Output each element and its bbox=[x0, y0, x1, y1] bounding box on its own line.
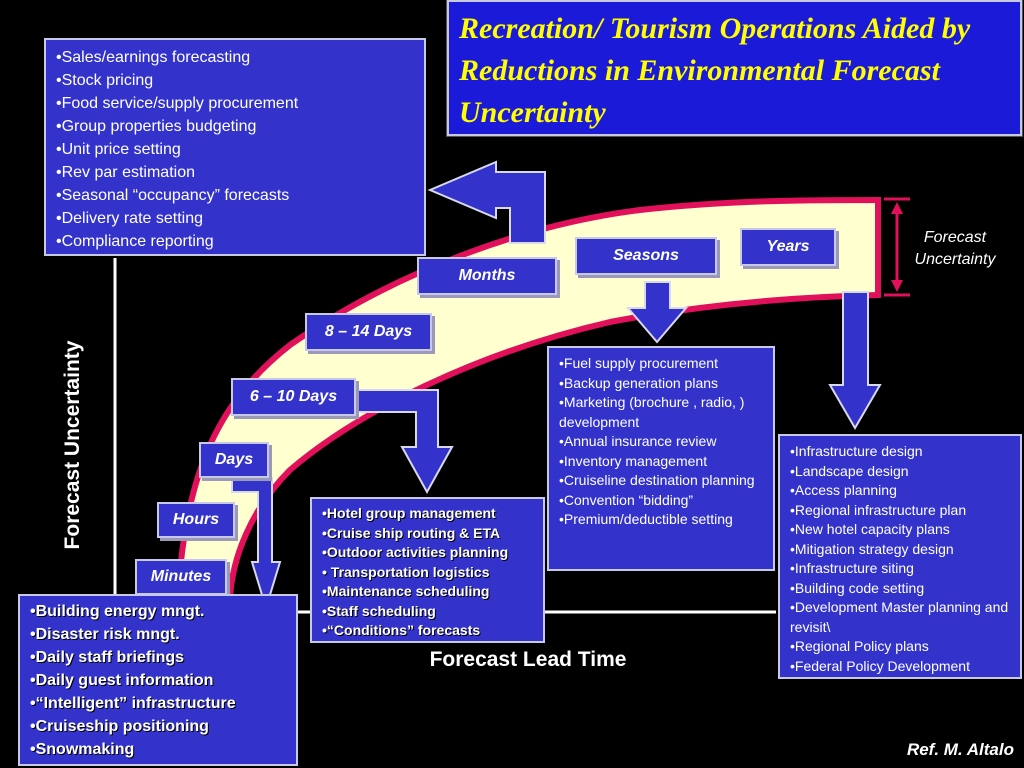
title-box: Recreation/ Tourism Operations Aided by … bbox=[446, 0, 1023, 137]
arrow-seasons-down bbox=[625, 281, 689, 344]
list-item: •Infrastructure design bbox=[790, 443, 923, 459]
uncertainty-label-line1: Forecast bbox=[923, 229, 987, 246]
list-item: •Inventory management bbox=[559, 452, 708, 469]
list-item: •Food service/supply procurement bbox=[56, 95, 299, 112]
uncertainty-band bbox=[174, 196, 881, 601]
list-item: •Cruiseship positioning bbox=[30, 718, 209, 735]
months-activities-list: •Sales/earnings forecasting •Stock prici… bbox=[44, 38, 426, 256]
timescale-8-14-days: 8 – 14 Days bbox=[305, 313, 432, 351]
list-item: •Outdoor activities planning bbox=[322, 544, 509, 560]
list-item: •Snowmaking bbox=[30, 741, 135, 758]
list-item: •Hotel group management bbox=[322, 505, 496, 521]
list-item: •Unit price setting bbox=[56, 141, 181, 158]
list-item: •Group properties budgeting bbox=[56, 118, 257, 135]
list-item: •Building energy mngt. bbox=[30, 603, 205, 620]
list-item: • Transportation logistics bbox=[322, 563, 490, 580]
list-item: •Daily guest information bbox=[30, 672, 214, 689]
list-item: •Building code setting bbox=[790, 579, 925, 596]
seasons-activities-list: •Fuel supply procurement •Backup generat… bbox=[547, 346, 775, 571]
list-item: •Maintenance scheduling bbox=[322, 583, 490, 599]
timescale-years: Years bbox=[740, 228, 836, 266]
list-item: •Sales/earnings forecasting bbox=[56, 49, 251, 66]
list-item: •Daily staff briefings bbox=[30, 649, 185, 666]
list-item: •Backup generation plans bbox=[559, 374, 719, 391]
list-item: •Stock pricing bbox=[56, 72, 154, 89]
list-item: •Regional infrastructure plan bbox=[790, 501, 967, 518]
list-item: •Rev par estimation bbox=[56, 164, 195, 181]
list-item: •Landscape design bbox=[790, 462, 909, 479]
uncertainty-label-line2: Uncertainty bbox=[914, 251, 996, 268]
list-item: •Compliance reporting bbox=[56, 233, 214, 250]
list-item: •Access planning bbox=[790, 482, 897, 498]
list-item: •Mitigation strategy design bbox=[790, 540, 954, 557]
years-activities-list: •Infrastructure design •Landscape design… bbox=[778, 434, 1022, 679]
list-item: •Development Master planning and revisit… bbox=[790, 599, 1009, 635]
list-item: •“Intelligent” infrastructure bbox=[30, 695, 236, 712]
list-item: •Federal Policy Development bbox=[790, 657, 970, 674]
list-item: •Delivery rate setting bbox=[56, 210, 203, 227]
arrow-to-months-list bbox=[427, 160, 546, 244]
list-item: •Fuel supply procurement bbox=[559, 355, 718, 371]
list-item: •“Conditions” forecasts bbox=[322, 622, 481, 638]
short-term-activities-list: •Building energy mngt. •Disaster risk mn… bbox=[18, 594, 298, 766]
arrow-days-down bbox=[231, 477, 282, 612]
timescale-months: Months bbox=[417, 257, 557, 295]
list-item: •Cruiseline destination planning bbox=[559, 472, 755, 488]
uncertainty-bracket bbox=[884, 197, 910, 297]
reference-credit: Ref. M. Altalo bbox=[906, 740, 1014, 759]
list-item: •Cruise ship routing & ETA bbox=[322, 524, 501, 541]
arrow-years-down bbox=[828, 291, 882, 430]
uncertainty-bracket-label: Forecast Uncertainty bbox=[900, 227, 1010, 271]
list-item: •Marketing (brochure , radio, ) developm… bbox=[559, 394, 745, 430]
x-axis-label: Forecast Lead Time bbox=[429, 648, 627, 671]
list-item: •Disaster risk mngt. bbox=[30, 626, 180, 643]
list-item: •Seasonal “occupancy” forecasts bbox=[56, 187, 290, 204]
timescale-days: Days bbox=[199, 442, 269, 478]
y-axis-label: Forecast Uncertainty bbox=[61, 340, 84, 550]
list-item: •Convention “bidding” bbox=[559, 491, 694, 508]
timescale-minutes: Minutes bbox=[135, 559, 227, 595]
timescale-6-10-days: 6 – 10 Days bbox=[231, 378, 356, 416]
days-activities-list: •Hotel group management •Cruise ship rou… bbox=[310, 497, 545, 643]
list-item: •New hotel capacity plans bbox=[790, 521, 950, 537]
diagram-title: Recreation/ Tourism Operations Aided by … bbox=[459, 12, 971, 129]
timescale-seasons: Seasons bbox=[575, 237, 717, 275]
arrow-6-10-days-down bbox=[355, 389, 454, 495]
list-item: •Regional Policy plans bbox=[790, 638, 929, 654]
list-item: •Staff scheduling bbox=[322, 602, 436, 619]
timescale-hours: Hours bbox=[157, 502, 235, 538]
list-item: •Infrastructure siting bbox=[790, 560, 914, 576]
list-item: •Annual insurance review bbox=[559, 433, 717, 449]
list-item: •Premium/deductible setting bbox=[559, 511, 733, 527]
